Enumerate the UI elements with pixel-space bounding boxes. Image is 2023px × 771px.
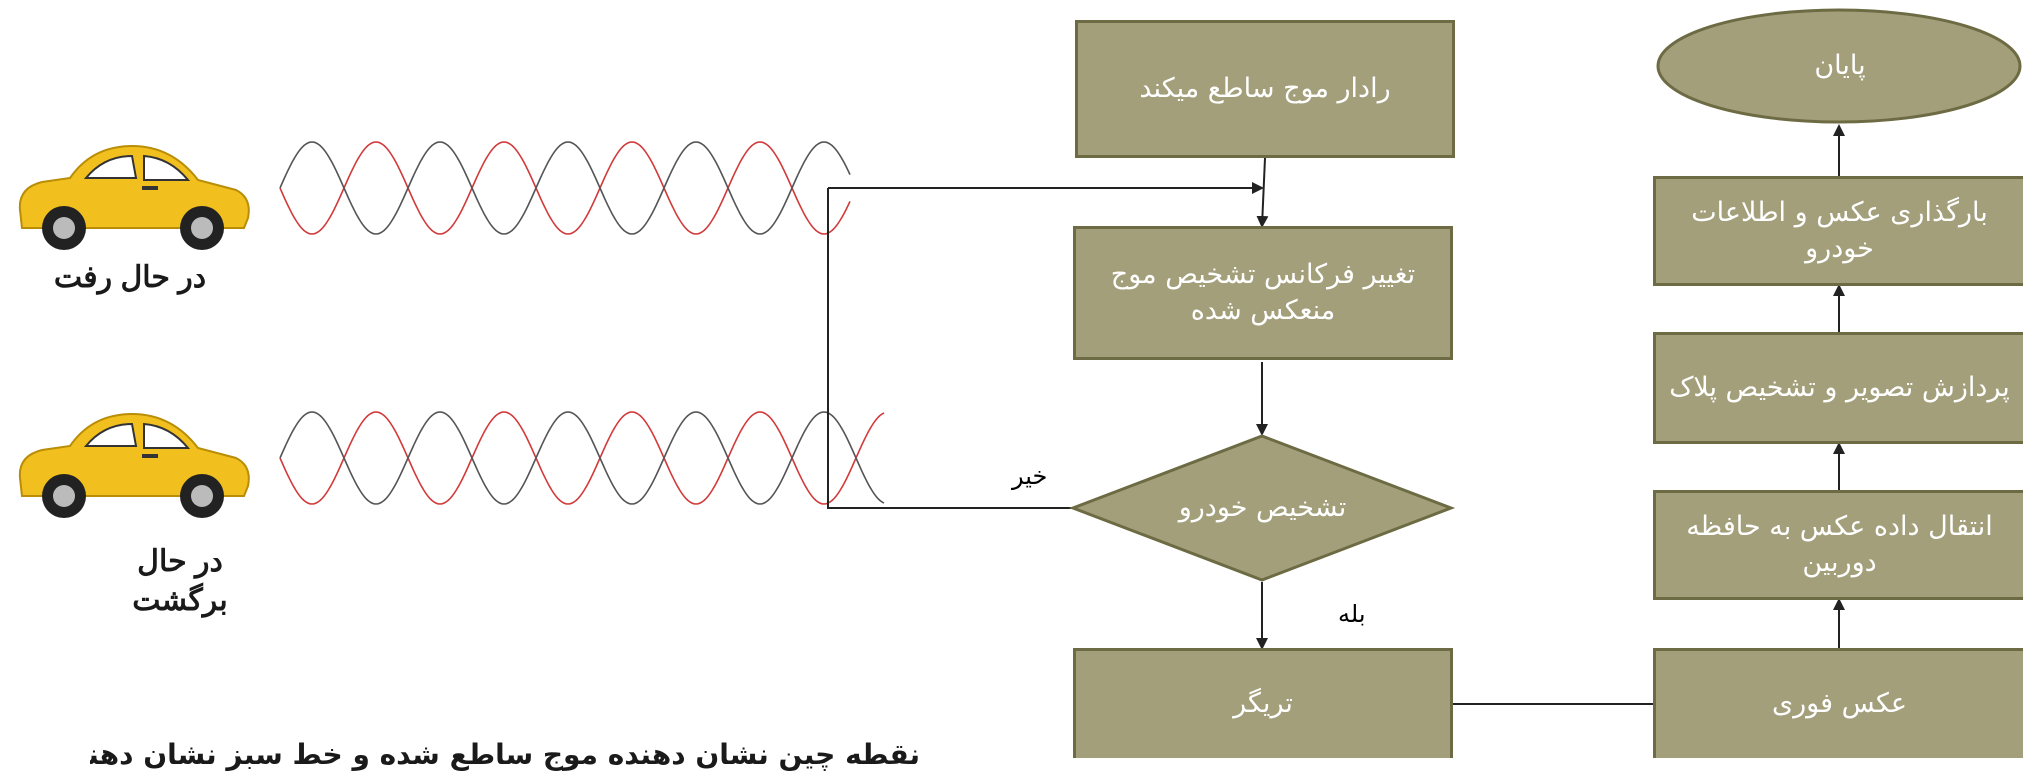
node-trigger: تریگر (1073, 648, 1453, 758)
wave-bottom (279, 411, 885, 505)
node-instant-photo: عکس فوری (1653, 648, 2023, 758)
node-radar-emit: رادار موج ساطع میکند (1075, 20, 1455, 158)
node-upload-photo: بارگذاری عکس و اطلاعات خودرو (1653, 176, 2023, 286)
node-freq-change: تغییر فرکانس تشخیص موج منعکس شده (1073, 226, 1453, 360)
car-label-going: در حال رفت (53, 261, 207, 294)
node-transfer-photo: انتقال داده عکس به حافظه دوربین (1653, 490, 2023, 600)
node-freq-change-label: تغییر فرکانس تشخیص موج منعکس شده (1110, 258, 1416, 326)
node-trigger-label: تریگر (1233, 688, 1293, 720)
node-image-processing: پردازش تصویر و تشخیص پلاک (1653, 332, 2023, 444)
bottom-caption: نقطه چین نشان دهنده موج ساطع شده و خط سب… (90, 738, 920, 771)
node-vehicle-detect-label: تشخیص خودرو (1178, 491, 1347, 523)
car-label-returning: در حال برگشت (132, 545, 228, 617)
node-radar-emit-label: رادار موج ساطع میکند (1139, 72, 1391, 104)
branch-label-yes: بله (1338, 600, 1366, 628)
node-vehicle-detect: تشخیص خودرو (1120, 480, 1405, 536)
node-end-label: پایان (1814, 49, 1866, 81)
node-instant-photo-label: عکس فوری (1771, 688, 1908, 720)
node-transfer-photo-label: انتقال داده عکس به حافظه دوربین (1686, 510, 1993, 578)
arrow-radar-to-freq (1256, 157, 1269, 228)
branch-label-no: خیر (1012, 462, 1048, 490)
end-ellipse-shape (1656, 8, 2022, 124)
node-end: پایان (1700, 40, 1980, 92)
decision-diamond-shape (1068, 434, 1456, 582)
node-upload-photo-label: بارگذاری عکس و اطلاعات خودرو (1691, 196, 1988, 264)
loop-no-branch (827, 188, 1073, 509)
node-image-processing-label: پردازش تصویر و تشخیص پلاک (1669, 371, 2010, 403)
wave-top (279, 141, 851, 235)
